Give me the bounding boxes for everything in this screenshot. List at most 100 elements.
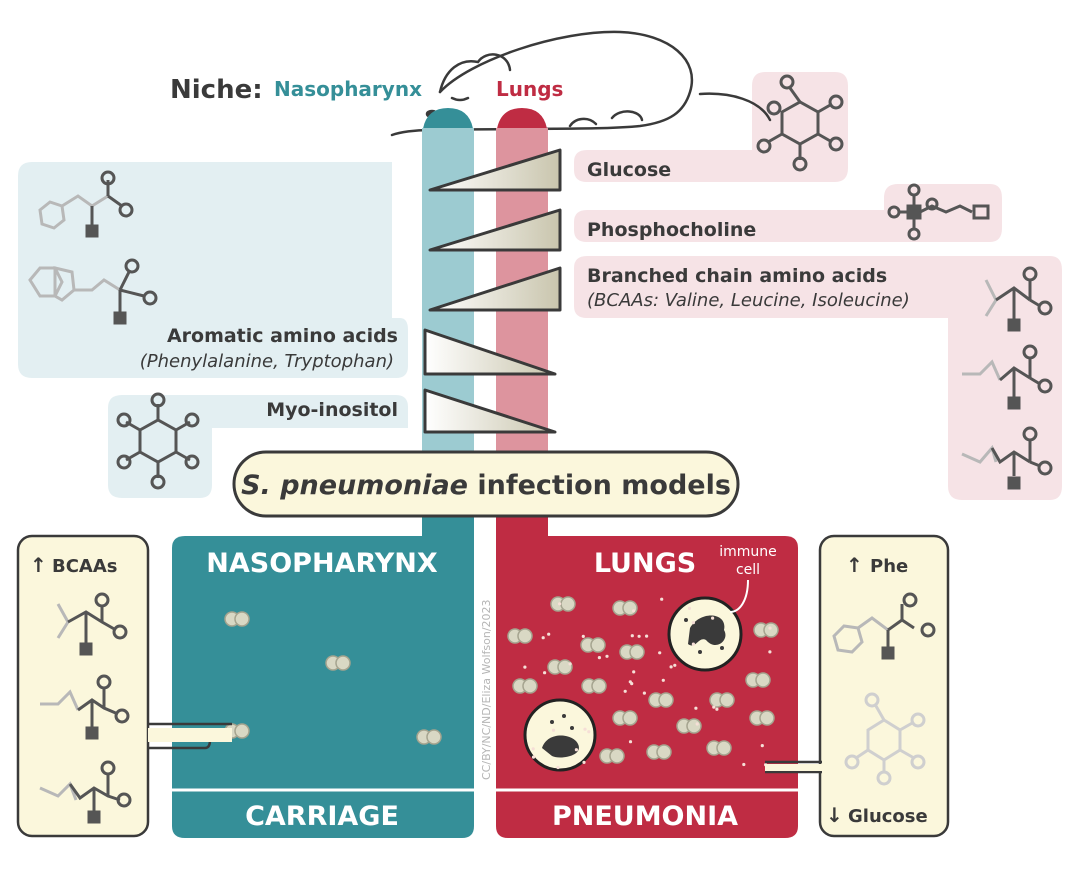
phe-box-arrow: ↑ <box>846 553 863 577</box>
lung-particle <box>673 663 677 667</box>
lung-particle <box>642 691 647 695</box>
lung-particle <box>531 747 535 751</box>
immune-cell-icon <box>667 596 743 672</box>
bcaa-triangle <box>428 266 562 312</box>
phenylalanine-box-molecule-icon <box>832 592 936 660</box>
lung-particle <box>660 597 664 601</box>
lung-particle <box>742 762 746 767</box>
lung-particle <box>558 602 562 606</box>
lung-particle <box>691 621 696 625</box>
lung-particle <box>768 626 772 630</box>
lung-particle <box>691 642 696 646</box>
lung-particle <box>582 760 586 765</box>
lung-particle <box>632 609 636 613</box>
valine-molecule-icon <box>984 266 1053 332</box>
lung-particle <box>556 765 560 770</box>
credit-text: CC/BY/NC/ND/Eliza Wolfson/2023 <box>480 599 493 780</box>
infection-models-banner: S. pneumoniae infection models <box>232 450 740 518</box>
lung-particle <box>628 740 633 744</box>
lung-particle <box>669 665 673 669</box>
lung-particle <box>630 634 634 638</box>
nasopharynx-header: Nasopharynx <box>274 77 422 101</box>
isoleucine-molecule-icon <box>961 426 1053 490</box>
glucose-label: Glucose <box>587 159 671 181</box>
lungs-header: Lungs <box>496 77 563 101</box>
bcaa-bg <box>574 256 1062 500</box>
aromatic-detail: (Phenylalanine, Tryptophan) <box>140 351 394 372</box>
glucose-molecule-icon <box>756 74 844 172</box>
lung-particle <box>623 689 627 693</box>
myoinositol-bg <box>108 395 408 498</box>
lung-particle <box>547 632 551 636</box>
banner-rest: infection models <box>468 470 731 501</box>
glucose-triangle <box>428 148 562 192</box>
lung-particle <box>551 728 556 732</box>
lung-particle <box>715 707 719 711</box>
carriage-label: CARRIAGE <box>245 801 399 832</box>
bcaa-box-title: BCAAs <box>52 556 118 577</box>
immune-cell-label-1: immune <box>719 544 777 560</box>
bcaa-detail: (BCAAs: Valine, Leucine, Isoleucine) <box>587 290 910 311</box>
lung-particle <box>597 656 602 660</box>
glucose-box-arrow: ↓ <box>826 803 843 827</box>
glucose-box-title: Glucose <box>848 806 928 827</box>
phosphocholine-label: Phosphocholine <box>587 219 756 241</box>
valine-box-molecule-icon <box>56 592 128 656</box>
lung-particle <box>587 730 591 734</box>
lung-particle <box>583 727 587 731</box>
lung-particle <box>605 654 609 658</box>
lung-particle <box>543 671 547 675</box>
niche-label: Niche: <box>170 75 263 105</box>
nasopharynx-panel-title: NASOPHARYNX <box>206 548 438 579</box>
phe-glucose-box <box>765 534 950 838</box>
aromatic-title: Aromatic amino acids <box>167 325 398 347</box>
lung-particle <box>711 616 715 620</box>
lung-particle <box>695 722 699 726</box>
lung-particle <box>687 606 692 611</box>
leucine-molecule-icon <box>962 344 1053 410</box>
phenylalanine-molecule-icon <box>38 170 134 238</box>
lungs-panel-title: LUNGS <box>594 548 696 579</box>
myoinositol-label: Myo-inositol <box>266 399 398 421</box>
immune-cell-pointer <box>729 579 749 613</box>
lung-particle <box>760 744 764 748</box>
phosphocholine-triangle <box>428 208 562 252</box>
lung-particle <box>581 634 585 639</box>
leucine-box-molecule-icon <box>40 674 130 740</box>
lung-particle <box>568 662 572 666</box>
isoleucine-box-molecule-icon <box>39 760 132 824</box>
lung-particle <box>574 748 579 752</box>
nasopharynx-panel <box>172 500 474 838</box>
glucose-box-molecule-icon <box>844 692 926 786</box>
myoinositol-triangle <box>423 388 557 434</box>
bcaa-title: Branched chain amino acids <box>587 265 887 287</box>
lung-particle <box>661 678 665 682</box>
bcaa-increase-box <box>16 534 232 838</box>
svg-text:S. pneumoniae infection models: S. pneumoniae infection models <box>241 470 731 501</box>
aromatic-triangle <box>423 328 557 376</box>
lung-particle <box>658 651 662 655</box>
tryptophan-molecule-icon <box>28 258 158 325</box>
lung-particle <box>628 680 632 684</box>
phosphocholine-bg <box>574 184 1002 242</box>
pneumonia-label: PNEUMONIA <box>552 801 738 832</box>
lung-particle <box>637 634 641 638</box>
lung-particle <box>645 634 649 638</box>
bcaa-box-arrow: ↑ <box>30 553 47 577</box>
lung-particle <box>541 636 545 640</box>
lung-particle <box>694 706 698 710</box>
banner-italic: S. pneumoniae <box>241 470 468 501</box>
myoinositol-molecule-icon <box>116 392 200 490</box>
immune-cell-label-2: cell <box>736 562 760 578</box>
lung-particle <box>523 665 527 669</box>
immune-cell-icon-2 <box>523 698 597 772</box>
phosphocholine-molecule-icon <box>887 183 990 241</box>
lung-particle <box>531 755 536 759</box>
lung-particle <box>712 705 716 709</box>
lung-particle <box>632 670 636 674</box>
lung-particles <box>523 597 772 770</box>
phe-box-title: Phe <box>870 556 908 577</box>
lung-particle <box>768 650 772 654</box>
glucose-bg <box>574 72 848 182</box>
